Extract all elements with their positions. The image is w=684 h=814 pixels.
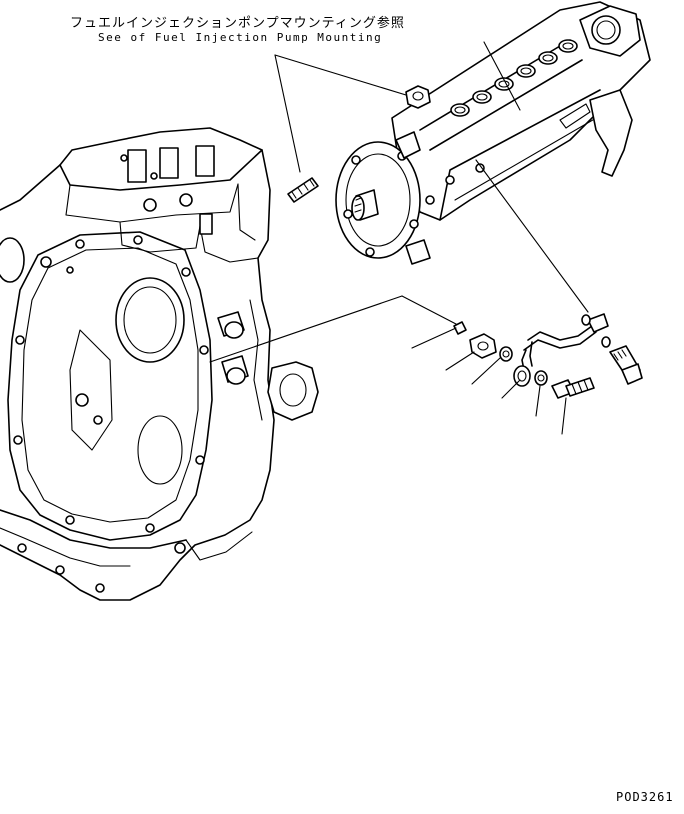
reference-note-japanese: フュエルインジェクションポンプマウンティング参照	[70, 16, 405, 31]
reference-note-english: See of Fuel Injection Pump Mounting	[98, 31, 383, 44]
washer-icon	[601, 336, 611, 348]
connector-icon	[469, 333, 497, 359]
leader-lines	[209, 41, 589, 435]
washer-icon	[499, 346, 513, 362]
fuel-pipe-icon	[521, 313, 609, 371]
plug-icon	[453, 321, 467, 335]
banjo-eye-icon	[513, 365, 531, 387]
washer-icon	[534, 370, 548, 386]
washer-icon	[581, 314, 591, 326]
engine-block-icon	[0, 127, 275, 601]
stud-icon	[287, 177, 319, 203]
bolt-icon	[609, 345, 643, 385]
figure-code: POD3261	[616, 790, 674, 804]
fuel-injection-pump-icon	[335, 1, 651, 265]
banjo-bolt-icon	[551, 377, 595, 399]
mounting-boss-icon	[217, 311, 249, 385]
gasket-icon	[267, 361, 319, 421]
nut-icon	[405, 85, 431, 109]
